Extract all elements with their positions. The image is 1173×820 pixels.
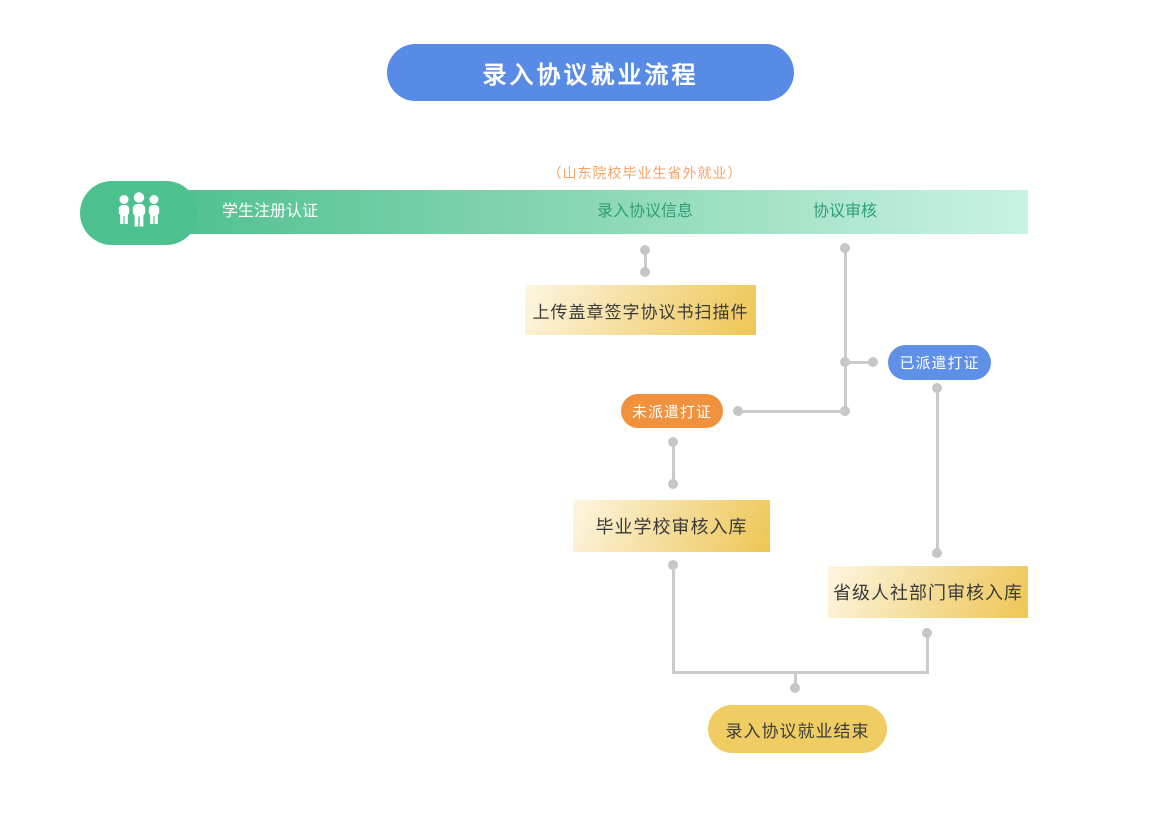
page-title: 录入协议就业流程 (482, 62, 699, 89)
subtitle-note: （山东院校毕业生省外就业） (547, 165, 743, 181)
connector-line (671, 442, 675, 484)
connector-dot (668, 437, 678, 447)
people-group-icon (113, 191, 165, 236)
connector-line (671, 671, 929, 674)
node-school-review-label: 毕业学校审核入库 (595, 517, 748, 537)
node-dispatched-label: 已派遣打证 (899, 355, 980, 372)
node-end: 录入协议就业结束 (708, 705, 887, 753)
connector-line (793, 671, 797, 690)
connector-dot (840, 243, 850, 253)
connector-dot (790, 683, 800, 693)
connector-line (643, 250, 647, 272)
connector-dot (668, 479, 678, 489)
node-not-dispatched-label: 未派遣打证 (631, 403, 712, 421)
connector-line (843, 248, 847, 412)
page-title-pill: 录入协议就业流程 (387, 44, 794, 101)
connector-dot (922, 628, 932, 638)
connector-line (925, 633, 929, 674)
node-provincial-review: 省级人社部门审核入库 (828, 566, 1028, 618)
node-provincial-review-label: 省级人社部门审核入库 (833, 583, 1023, 603)
connector-dot (932, 383, 942, 393)
stage-enter-agreement-info: 录入协议信息 (596, 203, 694, 220)
connector-line (845, 360, 873, 364)
connector-dot (640, 245, 650, 255)
connector-line (738, 409, 845, 413)
node-dispatched: 已派遣打证 (888, 345, 991, 380)
connector-dot (840, 406, 850, 416)
node-upload-scan: 上传盖章签字协议书扫描件 (525, 285, 756, 335)
connector-dot (733, 406, 743, 416)
node-upload-scan-label: 上传盖章签字协议书扫描件 (532, 302, 749, 322)
connector-line (935, 388, 939, 553)
node-end-label: 录入协议就业结束 (725, 721, 870, 741)
stage-bar-icon-block (80, 181, 198, 245)
connector-dot (932, 548, 942, 558)
connector-line (671, 565, 675, 674)
stage-agreement-review: 协议审核 (812, 203, 878, 220)
node-not-dispatched: 未派遣打证 (621, 394, 723, 428)
stage-student-register: 学生注册认证 (221, 203, 319, 220)
stage-bar (128, 190, 1028, 234)
node-school-review: 毕业学校审核入库 (573, 500, 770, 552)
connector-dot (640, 267, 650, 277)
connector-dot (868, 357, 878, 367)
